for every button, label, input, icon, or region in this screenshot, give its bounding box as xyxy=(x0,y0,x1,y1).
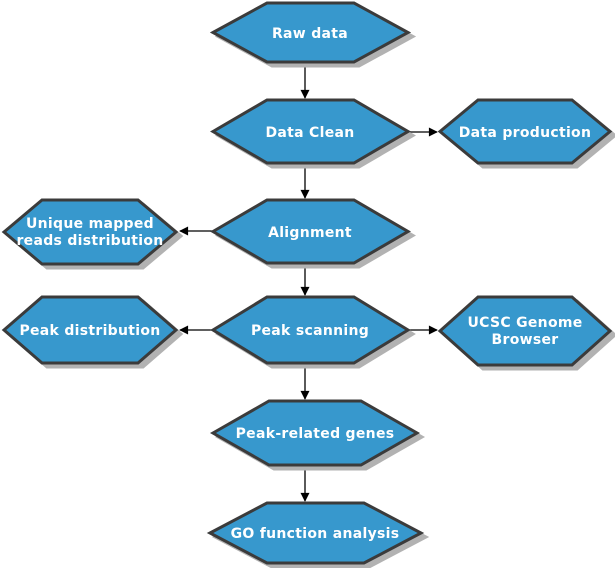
node-label-line2: Browser xyxy=(492,332,559,348)
node-data-production: Data production xyxy=(437,98,615,169)
node-data-clean: Data Clean xyxy=(210,98,416,169)
hexagon-shape xyxy=(1,295,179,365)
hexagon-shape xyxy=(1,198,179,266)
node-label: Data production xyxy=(459,125,592,141)
node-go-function-analysis: GO function analysis xyxy=(206,501,430,568)
hexagon-shape xyxy=(210,198,411,265)
node-alignment: Alignment xyxy=(210,198,416,269)
node-label: Raw data xyxy=(272,26,348,42)
hexagon-shape xyxy=(437,98,613,165)
node-peak-scanning: Peak scanning xyxy=(210,295,416,369)
hexagon-shape xyxy=(210,295,411,365)
hexagon-shape xyxy=(210,98,411,165)
hexagon-shape xyxy=(206,501,425,565)
hexagon-shape xyxy=(209,399,421,467)
node-label-line1: Unique mapped xyxy=(26,216,154,232)
node-unique-mapped-reads-distribution: Unique mapped reads distribution xyxy=(1,198,184,270)
node-label: Peak scanning xyxy=(251,323,369,339)
node-label: Peak distribution xyxy=(19,323,160,339)
node-raw-data: Raw data xyxy=(209,1,417,68)
node-label: Alignment xyxy=(268,225,352,241)
hexagon-shape xyxy=(209,1,412,64)
node-label: GO function analysis xyxy=(231,526,400,542)
node-peak-distribution: Peak distribution xyxy=(1,295,184,369)
hexagon-shape xyxy=(437,295,613,367)
node-ucsc-genome-browser: UCSC Genome Browser xyxy=(437,295,615,371)
node-peak-related-genes: Peak-related genes xyxy=(209,399,426,471)
node-label-line1: UCSC Genome xyxy=(467,315,582,331)
node-label-line2: reads distribution xyxy=(16,233,163,249)
node-label: Data Clean xyxy=(265,125,354,141)
edges xyxy=(179,63,438,568)
node-label: Peak-related genes xyxy=(236,426,395,442)
